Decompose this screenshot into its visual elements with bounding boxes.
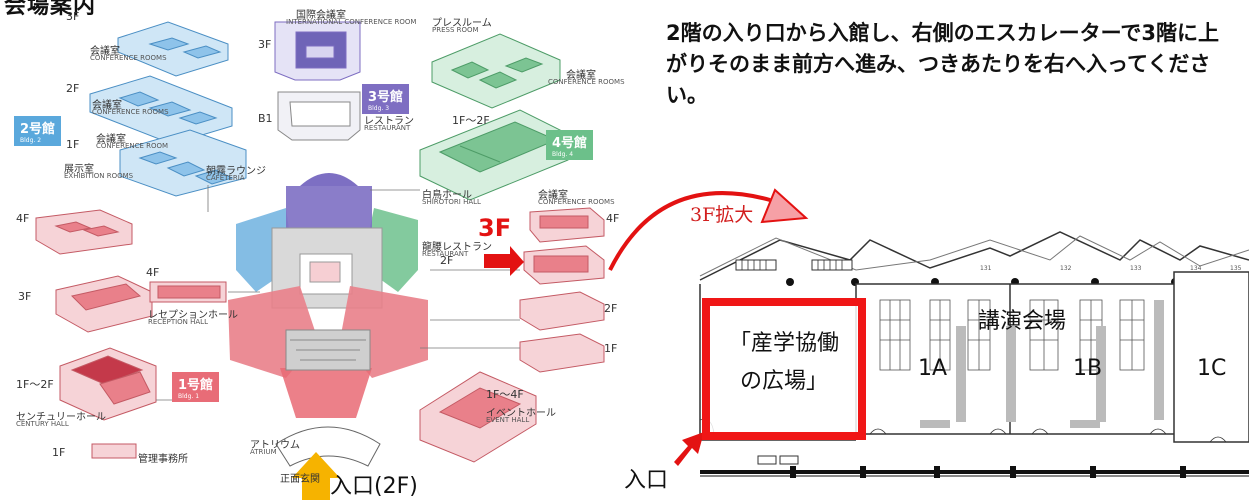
plaza-label-line1: 「産学協働 — [728, 331, 839, 356]
bldg1-reception — [149, 281, 227, 303]
entrance-arrow — [292, 452, 340, 500]
bldg3-b1 — [277, 91, 361, 141]
floor-label: 3F — [258, 38, 272, 51]
event-hall — [419, 371, 537, 463]
entrance-arrow-red — [674, 432, 704, 466]
page-title: 会場案内 — [4, 0, 97, 19]
room-label: センチュリーホール — [16, 412, 106, 423]
room-label-en: SHIROTORI HALL — [422, 198, 481, 206]
bldg-right-2f — [519, 291, 605, 331]
room-number: 131 — [980, 265, 992, 272]
room-label-en: CONFERENCE ROOMS — [538, 198, 615, 206]
zoom-arrow — [608, 188, 809, 271]
overview-map-drawing — [35, 21, 605, 500]
room-label-en: INTERNATIONAL CONFERENCE ROOM — [286, 18, 417, 26]
room-label: 国際会議室 — [296, 10, 346, 21]
room-label: イベントホール — [486, 408, 556, 419]
room-label: レストラン — [364, 116, 414, 127]
room-label-en: PRESS ROOM — [432, 26, 479, 34]
atrium — [275, 426, 381, 467]
floor-label: 1F〜2F — [16, 378, 54, 391]
bldg4-3f — [431, 33, 561, 109]
room-label: プレスルーム — [432, 18, 492, 29]
room-label-en: RESTAURANT — [364, 124, 411, 132]
bldg3-3f — [274, 21, 361, 81]
enlarge-label: 3F拡大 — [690, 204, 754, 226]
bldg-right-1f — [519, 333, 605, 373]
room-label-en: CONFERENCE ROOMS — [92, 108, 169, 116]
room-label-en: CAFETERIA — [206, 174, 245, 182]
bldg-right-3f — [523, 245, 605, 285]
room-label-en: CENTURY HALL — [16, 420, 69, 428]
room-label-en: EXHIBITION ROOMS — [64, 172, 134, 180]
room-label: 会議室 — [538, 190, 568, 201]
bldg2-1f-rooms — [119, 129, 247, 197]
floor-label: 1F — [52, 446, 66, 459]
room-1b-label: 1B — [1073, 356, 1103, 381]
sangaku-plaza-highlight: 「産学協働 の広場」 — [702, 298, 866, 440]
floor-label: 1F〜2F — [452, 114, 490, 127]
bldg4-hall — [419, 109, 569, 201]
bldg2-3f-rooms — [117, 21, 229, 77]
floor-label: 4F — [16, 212, 30, 225]
room-label: レセプションホール — [148, 310, 238, 321]
room-label: 龍腰レストラン — [422, 242, 492, 253]
room-number: 133 — [1130, 265, 1142, 272]
room-label: アトリウム — [250, 440, 300, 451]
floor-label: 2F — [66, 82, 80, 95]
floor-label: 1F〜4F — [486, 388, 524, 401]
room-1a-label: 1A — [918, 356, 948, 381]
floor-label: 2F — [440, 254, 454, 267]
bldg1-office — [91, 443, 137, 459]
room-label-en: RECEPTION HALL — [148, 318, 208, 326]
room-label-en: RESTAURANT — [422, 250, 469, 258]
floor-label: 3F — [18, 290, 32, 303]
detail-map: 131 132 133 134 135 — [660, 220, 1249, 500]
floor-label: 4F — [606, 212, 620, 225]
room-label: 会議室 — [566, 70, 596, 81]
hall-title: 講演会場 — [978, 309, 1067, 334]
bldg2-2f-rooms — [89, 75, 233, 145]
room-label-en: EVENT HALL — [486, 416, 530, 424]
room-label: 展示室 — [64, 164, 94, 175]
central-complex — [228, 173, 428, 418]
plaza-label-line2: の広場」 — [739, 369, 828, 394]
room-number: 132 — [1060, 265, 1072, 272]
room-label-en: CONFERENCE ROOM — [96, 142, 169, 150]
detail-map-drawing: 131 132 133 134 135 — [674, 231, 1249, 478]
room-number: 135 — [1230, 265, 1242, 272]
bldg1-3f — [55, 275, 153, 333]
room-1c-label: 1C — [1197, 356, 1227, 381]
red-arrow-3f — [484, 246, 524, 276]
directions-text: 2階の入り口から入館し、右側のエスカレーターで3階に上がりそのまま前方へ進み、つ… — [666, 21, 1219, 107]
entrance-2f-label: 入口(2F) — [330, 474, 418, 499]
room-label: 管理事務所 — [138, 454, 188, 465]
floor-label: 4F — [146, 266, 160, 279]
floor-label: 3F — [66, 10, 80, 23]
room-label: 会議室 — [92, 100, 122, 111]
room-label-en: CONFERENCE ROOMS — [548, 78, 625, 86]
bldg-right-4f — [529, 207, 605, 243]
room-label: 朝霧ラウンジ — [206, 166, 266, 177]
room-label: 会議室 — [96, 134, 126, 145]
room-label: 正面玄関 — [280, 474, 320, 485]
floor-marker-3f: 3F — [478, 214, 512, 242]
floor-label: B1 — [258, 112, 273, 125]
floor-label: 1F — [604, 342, 618, 355]
bldg1-4f — [35, 209, 133, 255]
room-label: 会議室 — [90, 46, 120, 57]
entrance-label: 入口 — [624, 468, 669, 493]
bldg1-century — [59, 347, 157, 421]
floor-label: 1F — [66, 138, 80, 151]
room-label-en: CONFERENCE ROOMS — [90, 54, 167, 62]
room-number: 134 — [1190, 265, 1202, 272]
room-label-en: ATRIUM — [250, 448, 277, 456]
room-label: 白鳥ホール — [422, 190, 472, 201]
floor-label: 2F — [604, 302, 618, 315]
